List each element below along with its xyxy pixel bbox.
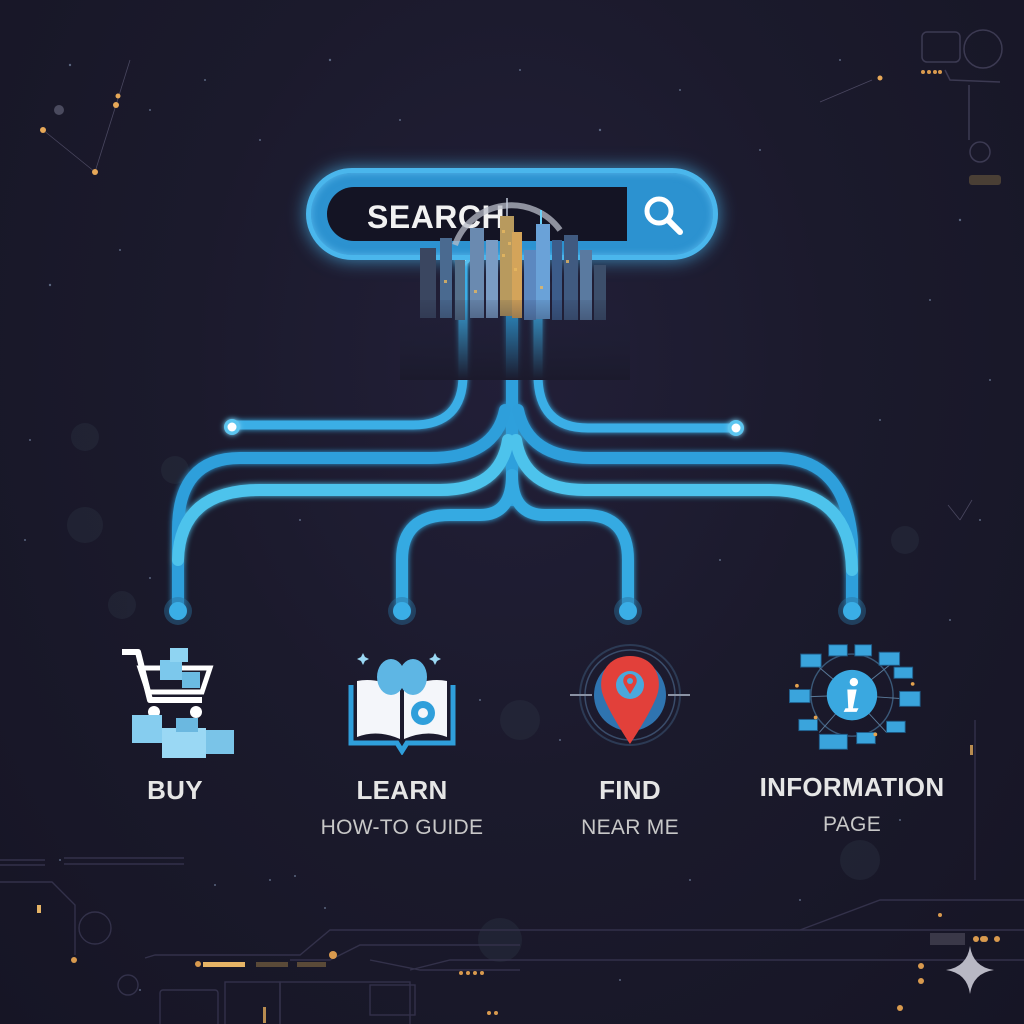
city-skyline-illustration [400, 198, 630, 380]
category-buy[interactable]: BUY [100, 635, 250, 806]
sparkle-icon [946, 946, 994, 994]
category-title: LEARN [356, 775, 448, 805]
book-brain-icon [332, 635, 472, 765]
category-information[interactable]: INFORMATION PAGE [759, 632, 945, 837]
location-pin-icon [560, 635, 700, 765]
info-network-icon [782, 632, 922, 762]
category-subtitle: PAGE [823, 813, 881, 836]
search-button[interactable] [631, 183, 695, 247]
shopping-cart-icon [105, 635, 245, 765]
category-find[interactable]: FIND NEAR ME [555, 635, 705, 840]
magnifier-icon [644, 196, 683, 235]
category-title: INFORMATION [759, 772, 945, 802]
category-title: FIND [599, 775, 661, 805]
category-title: BUY [147, 775, 203, 805]
category-subtitle: HOW-TO GUIDE [320, 816, 484, 839]
category-learn[interactable]: LEARN HOW-TO GUIDE [320, 635, 484, 840]
category-subtitle: NEAR ME [581, 816, 679, 839]
